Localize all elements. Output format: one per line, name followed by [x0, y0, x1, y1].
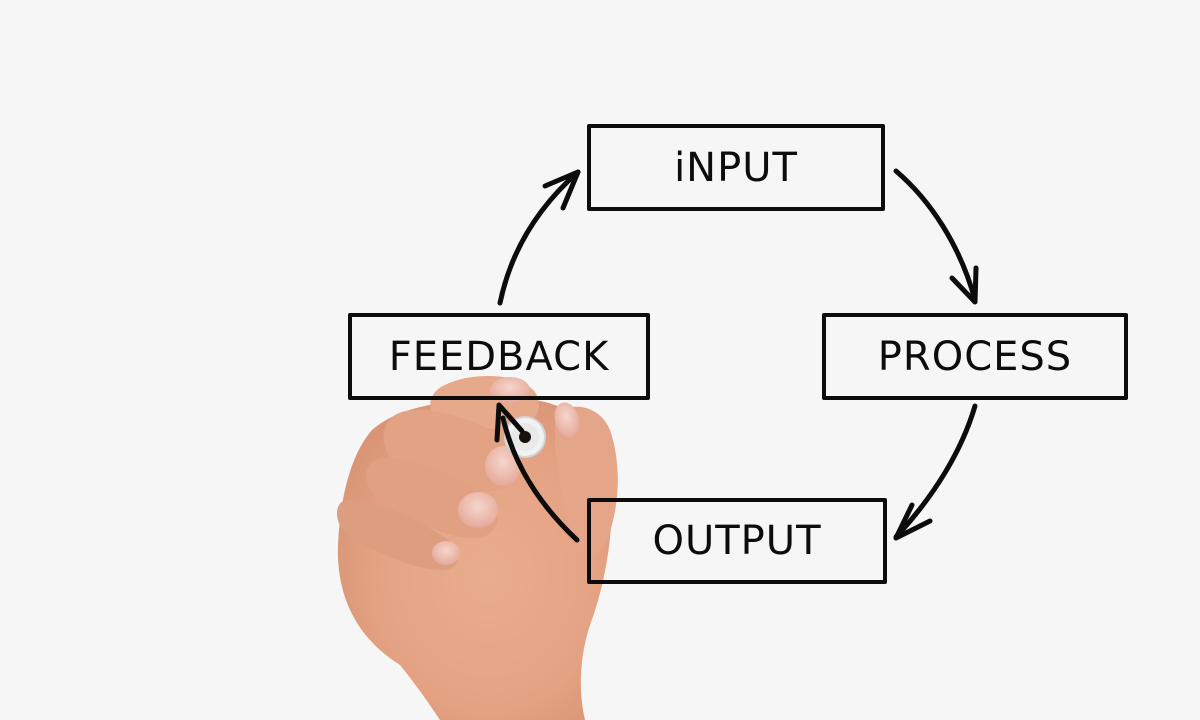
node-feedback-label: FEEDBACK: [388, 333, 610, 380]
arrow-feedback-to-input: [497, 169, 581, 306]
node-feedback: FEEDBACK: [348, 313, 650, 400]
arrow-output-to-feedback: [500, 415, 580, 543]
arrow-input-to-process: [893, 168, 978, 303]
arrowhead-output: [893, 502, 933, 541]
node-process: PROCESS: [822, 313, 1128, 400]
node-process-label: PROCESS: [877, 333, 1073, 380]
node-output: OUTPUT: [587, 498, 887, 584]
node-output-label: OUTPUT: [652, 518, 822, 564]
arrowhead-input: [542, 169, 581, 211]
arrowhead-process: [949, 265, 979, 305]
node-input: iNPUT: [587, 124, 885, 211]
arrowhead-feedback: [494, 402, 525, 443]
node-input-label: iNPUT: [674, 144, 798, 191]
arrow-process-to-output: [893, 403, 978, 540]
